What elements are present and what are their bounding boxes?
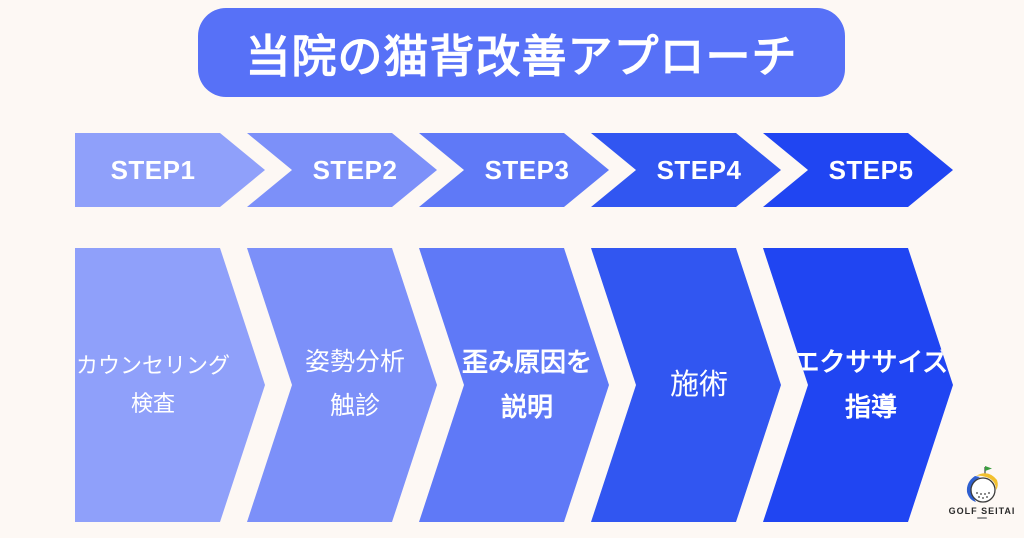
step-body-4: 施術 [591, 248, 781, 522]
step-body-text: 指導 [844, 392, 897, 422]
step-body-5: エクササイズ 指導 [763, 248, 953, 522]
step-header-5: STEP5 [763, 133, 953, 207]
step-body-text: 歪み原因を [461, 346, 592, 377]
step-header-label: STEP3 [484, 154, 570, 185]
step-header-1: STEP1 [75, 133, 265, 207]
step-body-1: カウンセリング 検査 [75, 248, 265, 522]
step-body-text: 施術 [669, 368, 728, 401]
step-body-text: カウンセリング [75, 352, 230, 378]
step-body-text: 検査 [130, 391, 175, 416]
step-body-2: 姿勢分析 触診 [247, 248, 437, 522]
brand-name: GOLF SEITAI [948, 506, 1016, 516]
brand-subtext [977, 517, 987, 519]
step-header-3: STEP3 [419, 133, 609, 207]
step-body-text: 触診 [329, 392, 380, 420]
step-header-4: STEP4 [591, 133, 781, 207]
step-header-label: STEP1 [110, 154, 196, 185]
step-header-2: STEP2 [247, 133, 437, 207]
brand-logo: GOLF SEITAI [944, 464, 1020, 532]
step-header-label: STEP2 [312, 154, 398, 185]
golf-ball-logo-icon [966, 466, 998, 503]
step-body-text: エクササイズ [793, 346, 949, 377]
step-header-label: STEP5 [828, 154, 914, 185]
step-body-text: 姿勢分析 [304, 348, 405, 377]
step-body-text: 説明 [500, 392, 553, 422]
step-header-label: STEP4 [656, 154, 742, 185]
title-banner: 当院の猫背改善アプローチ [198, 8, 845, 97]
step-body-3: 歪み原因を 説明 [419, 248, 609, 522]
page-title: 当院の猫背改善アプローチ [245, 31, 798, 82]
